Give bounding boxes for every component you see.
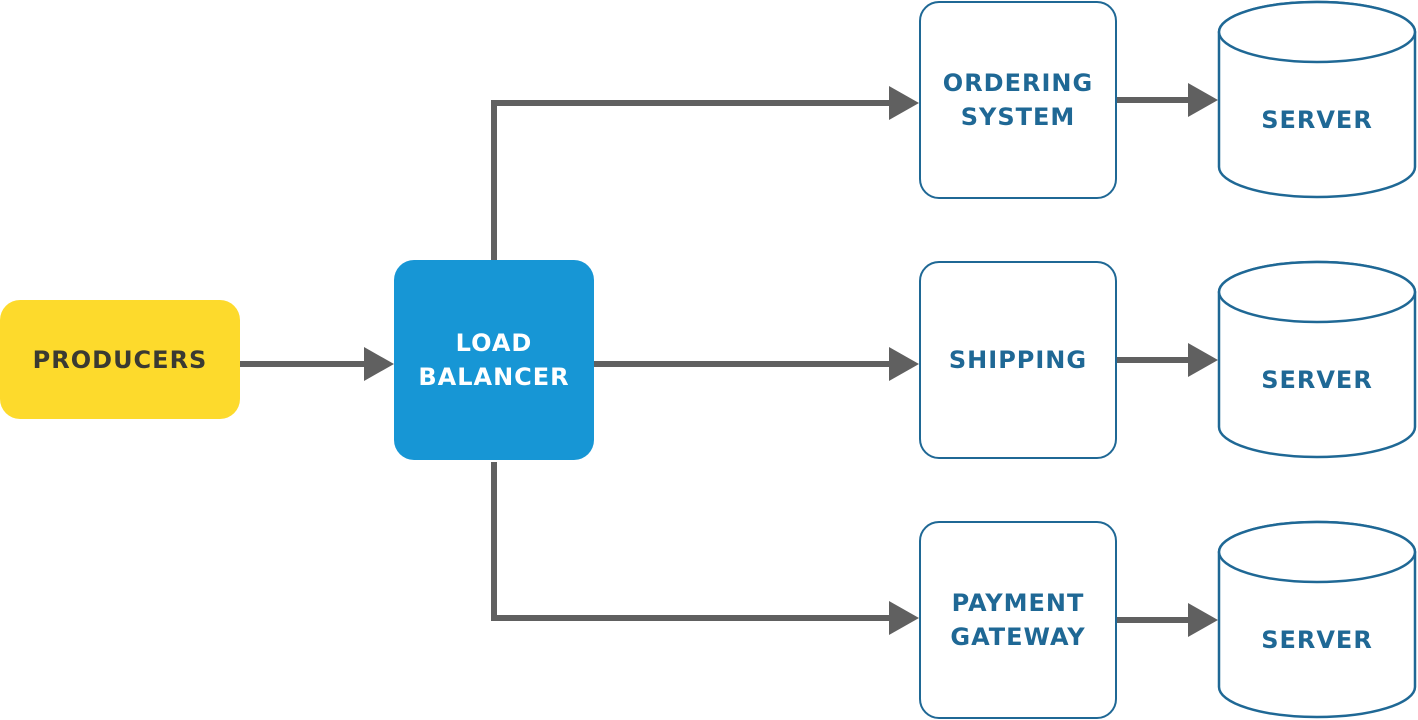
ordering-system-node: ORDERING SYSTEM [919,1,1117,199]
payment-gateway-node: PAYMENT GATEWAY [919,521,1117,719]
load-balancer-node: LOAD BALANCER [394,260,594,460]
payment-gateway-label-line-2: GATEWAY [950,623,1086,651]
server-label-3: SERVER [1261,626,1373,654]
arrowhead-payment [889,601,919,635]
arrow-lb-to-payment [491,462,891,621]
arrowhead-ordering [889,86,919,120]
server-label-1: SERVER [1261,106,1373,134]
load-balancer-label-line-1: LOAD [455,329,533,357]
arrowhead-server-1 [1188,83,1218,117]
producers-node: PRODUCERS [0,300,240,419]
arrowhead-lb [364,347,394,381]
arrowhead-server-3 [1188,603,1218,637]
server-cylinder-3 [1217,520,1417,719]
server-cylinders [1217,0,1417,719]
arrowheads [364,83,1218,637]
arrowhead-shipping [889,347,919,381]
ordering-system-label-line-1: ORDERING [942,69,1094,97]
shipping-node: SHIPPING [919,261,1117,459]
ordering-system-label-line-2: SYSTEM [960,103,1076,131]
load-balancer-label-line-2: BALANCER [418,363,570,391]
payment-gateway-label-line-1: PAYMENT [951,589,1085,617]
shipping-label: SHIPPING [948,346,1088,374]
server-cylinder-2 [1217,260,1417,459]
server-label-2: SERVER [1261,366,1373,394]
producers-label: PRODUCERS [32,345,208,374]
server-cylinder-1 [1217,0,1417,199]
connectors [240,97,1190,623]
arrowhead-server-2 [1188,343,1218,377]
arrow-lb-to-ordering [491,100,891,260]
